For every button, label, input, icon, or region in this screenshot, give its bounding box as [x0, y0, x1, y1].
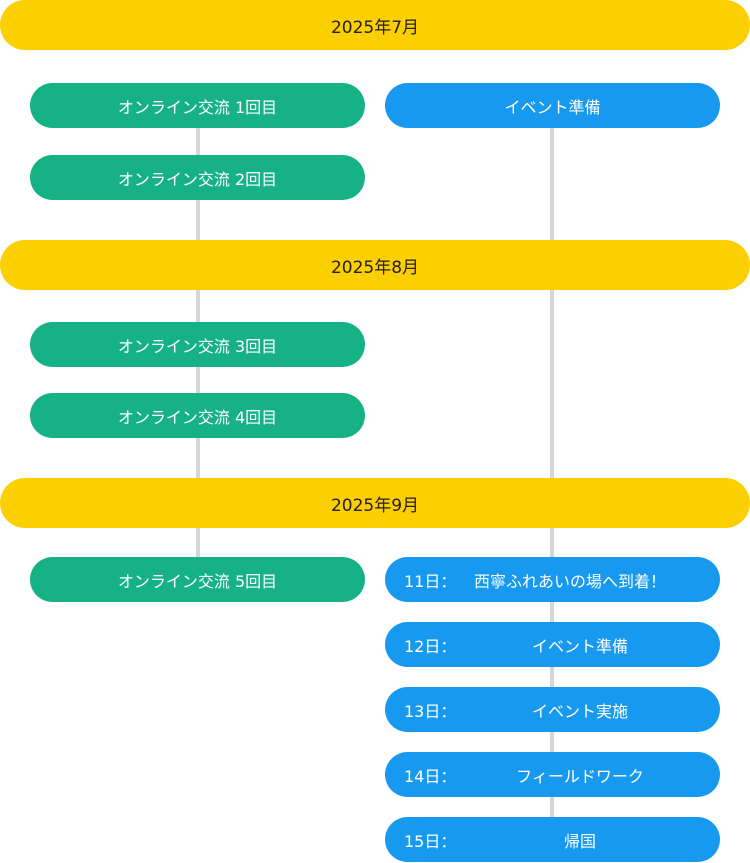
- online-exchange-4: オンライン交流 4回目: [30, 393, 365, 438]
- day-activity: イベント実施: [531, 701, 628, 721]
- online-exchange-label: オンライン交流 4回目: [117, 407, 278, 427]
- month-banner-july: 2025年7月: [0, 0, 750, 50]
- online-exchange-label: オンライン交流 5回目: [117, 571, 278, 591]
- month-banner-september: 2025年9月: [0, 478, 750, 528]
- event-preparation-label: イベント準備: [504, 97, 601, 117]
- day-number: 15日：: [404, 831, 457, 851]
- day-activity: 帰国: [563, 831, 596, 851]
- online-exchange-1: オンライン交流 1回目: [30, 83, 365, 128]
- month-banner-august: 2025年8月: [0, 240, 750, 290]
- month-label: 2025年7月: [330, 17, 420, 38]
- online-exchange-5: オンライン交流 5回目: [30, 557, 365, 602]
- right-timeline-connector: [550, 106, 554, 840]
- online-exchange-3: オンライン交流 3回目: [30, 322, 365, 367]
- schedule-day-14: 14日： フィールドワーク: [385, 752, 720, 797]
- schedule-day-13: 13日： イベント実施: [385, 687, 720, 732]
- day-number: 11日：: [404, 571, 457, 591]
- day-activity: 西寧ふれあいの場へ到着！: [474, 571, 667, 591]
- online-exchange-2: オンライン交流 2回目: [30, 155, 365, 200]
- month-label: 2025年8月: [330, 257, 420, 278]
- event-preparation: イベント準備: [385, 83, 720, 128]
- schedule-day-12: 12日： イベント準備: [385, 622, 720, 667]
- online-exchange-label: オンライン交流 1回目: [117, 97, 278, 117]
- day-activity: フィールドワーク: [516, 766, 644, 786]
- schedule-day-15: 15日： 帰国: [385, 817, 720, 862]
- day-activity: イベント準備: [531, 636, 628, 656]
- online-exchange-label: オンライン交流 3回目: [117, 336, 278, 356]
- month-label: 2025年9月: [330, 495, 420, 516]
- day-number: 12日：: [404, 636, 457, 656]
- schedule-day-11: 11日： 西寧ふれあいの場へ到着！: [385, 557, 720, 602]
- day-number: 13日：: [404, 701, 457, 721]
- online-exchange-label: オンライン交流 2回目: [117, 169, 278, 189]
- day-number: 14日：: [404, 766, 457, 786]
